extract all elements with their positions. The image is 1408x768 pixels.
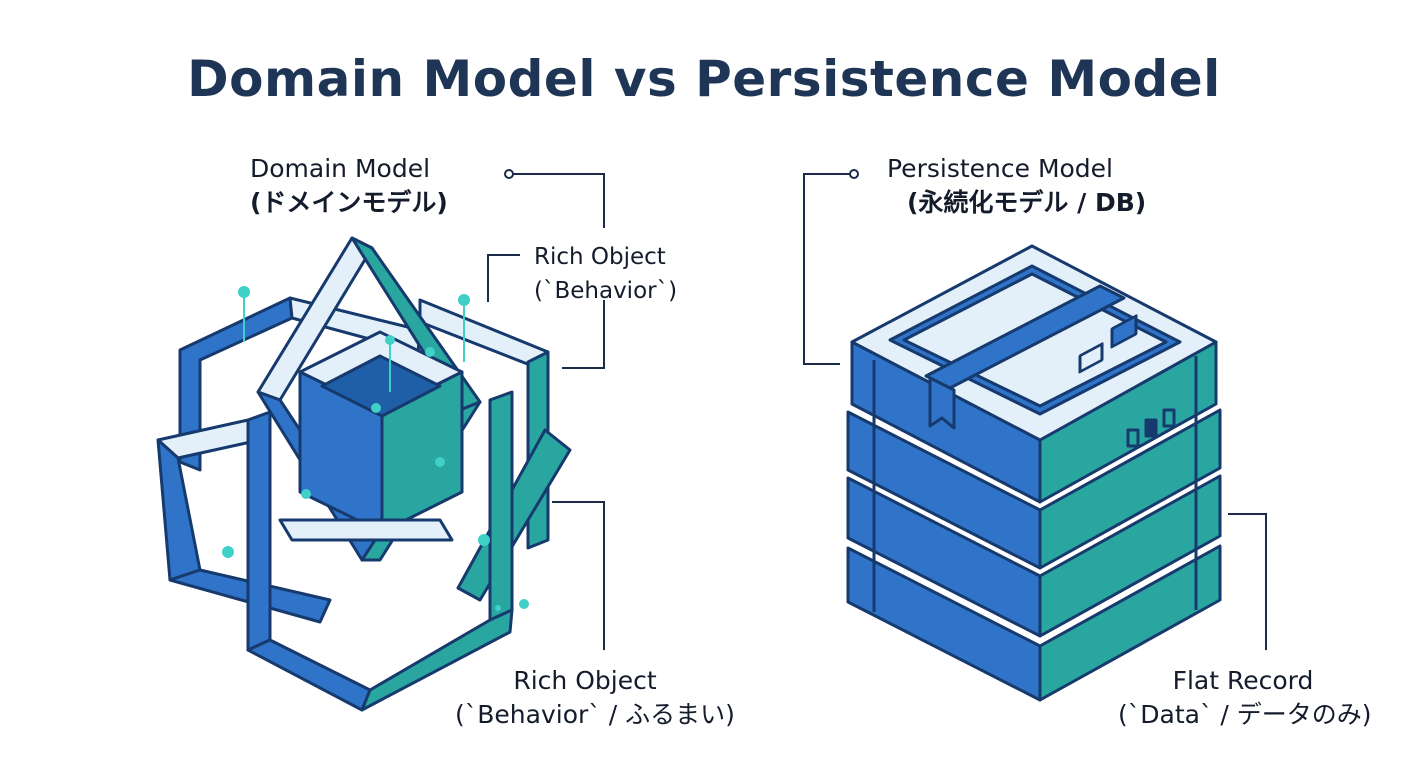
connector-lines	[487, 169, 1267, 650]
node-dot	[371, 403, 381, 413]
connector-dot-persistence	[849, 169, 859, 179]
node-dot	[519, 599, 529, 609]
node-dot	[435, 457, 445, 467]
connector-rich-object-top-left	[487, 254, 520, 302]
persistence-model-label: Persistence Model (永続化モデル / DB)	[887, 152, 1146, 220]
stack-port-icon	[1078, 342, 1104, 374]
callout-bottom-line1: Rich Object	[513, 666, 657, 695]
connector-rich-object-bottom	[552, 501, 605, 650]
domain-model-label: Domain Model (ドメインモデル)	[250, 152, 448, 220]
connector-persistence-heading	[803, 173, 850, 365]
flat-record-callout: Flat Record (`Data` / データのみ)	[1118, 664, 1372, 732]
lattice-left-post	[246, 410, 272, 652]
node-dot	[301, 489, 311, 499]
rich-object-callout-bottom: Rich Object (`Behavior` / ふるまい)	[455, 664, 735, 732]
connector-dot-domain	[504, 169, 514, 179]
node-dot	[238, 286, 250, 298]
rich-object-callout-top: Rich Object (`Behavior`)	[534, 240, 677, 308]
lattice-right-arm	[456, 428, 572, 602]
lattice-right-post	[488, 390, 514, 622]
lattice-crossbar	[278, 518, 454, 542]
lattice-base-left	[246, 638, 372, 712]
lattice-base-right	[360, 608, 514, 712]
node-dot	[385, 335, 395, 345]
callout-bottom-line2: (`Behavior` / ふるまい)	[455, 700, 735, 729]
connector-flat-record	[1228, 513, 1267, 650]
flat-record-line2: (`Data` / データのみ)	[1118, 700, 1372, 729]
stack-layer-3-side	[1038, 474, 1222, 638]
connector-domain-heading	[513, 173, 605, 228]
node-dot	[478, 534, 490, 546]
node-dot	[425, 347, 435, 357]
persistence-model-heading: Persistence Model	[887, 154, 1114, 183]
diagram-title: Domain Model vs Persistence Model	[187, 50, 1221, 108]
callout-top-line2: (`Behavior`)	[534, 278, 678, 304]
stack-lid-tag	[928, 376, 956, 430]
persistence-model-subheading: (永続化モデル / DB)	[907, 188, 1147, 217]
domain-model-lattice	[156, 236, 572, 712]
persistence-model-stack	[846, 244, 1222, 702]
domain-model-subheading: (ドメインモデル)	[250, 188, 448, 217]
stack-slot-icon	[1162, 408, 1176, 428]
connector-rich-object-top-right	[562, 300, 605, 369]
flat-record-line1: Flat Record	[1172, 666, 1314, 695]
lattice-inner-cube-hollow	[320, 354, 442, 418]
domain-model-heading: Domain Model	[250, 154, 431, 183]
stack-layer-2-side	[1038, 408, 1222, 570]
node-dot	[222, 546, 234, 558]
stack-port-icon	[1110, 314, 1138, 349]
node-dot	[495, 605, 501, 611]
callout-top-line1: Rich Object	[534, 244, 666, 270]
stack-slot-icon	[1144, 418, 1158, 438]
stack-slot-icon	[1126, 428, 1140, 448]
stack-layer-4-side	[1038, 544, 1222, 702]
lattice-nodes	[222, 286, 529, 611]
node-dot	[458, 294, 470, 306]
